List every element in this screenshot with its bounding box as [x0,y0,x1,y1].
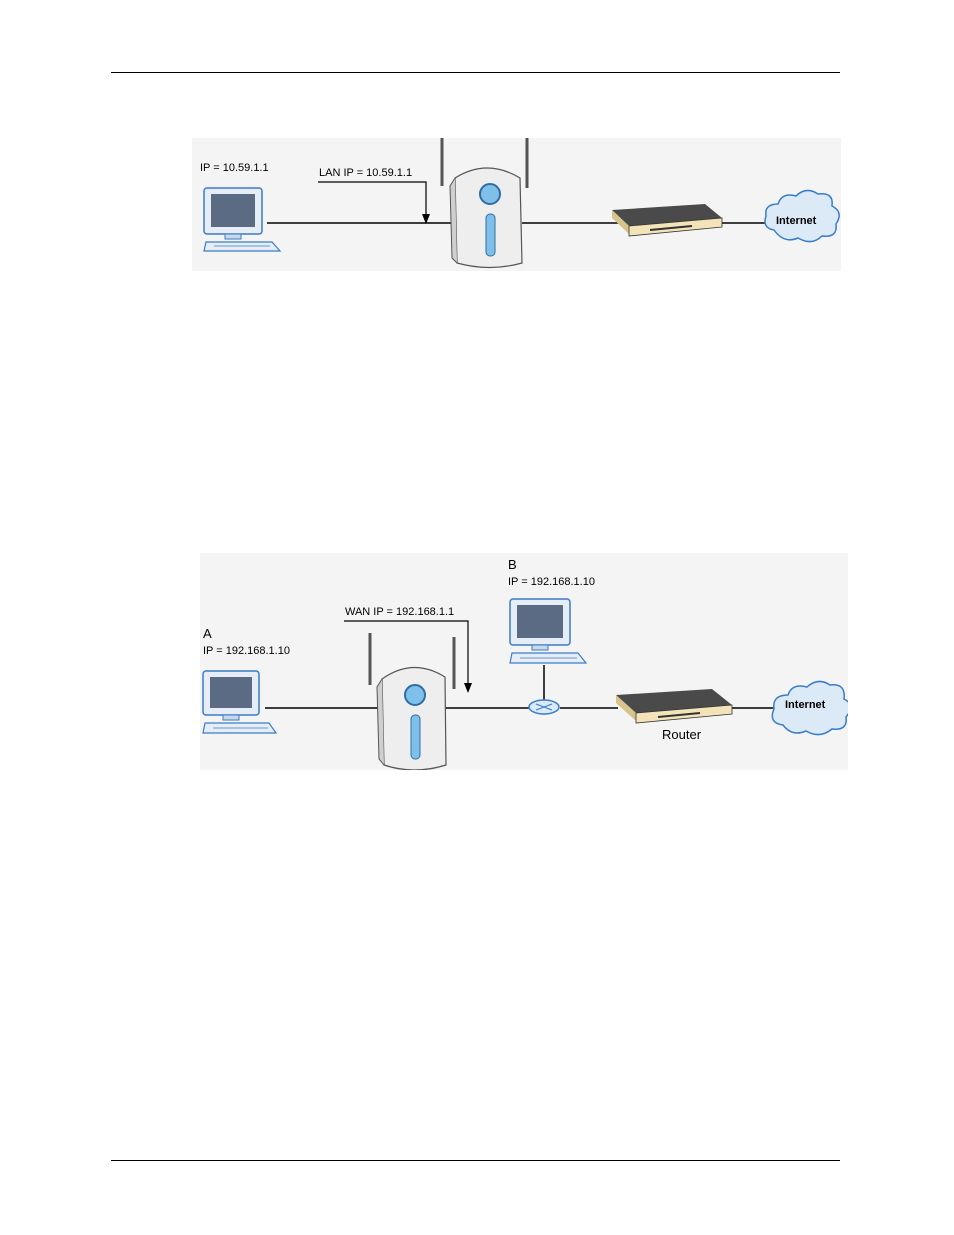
pc-ip-label: IP = 10.59.1.1 [200,162,269,175]
pc-a-letter: A [203,626,212,641]
router-label: Router [662,727,701,742]
modem-icon [612,204,722,236]
pc-a-ip-label: IP = 192.168.1.10 [203,645,290,658]
internet-label: Internet [776,215,816,228]
access-point-icon [442,138,527,268]
computer-b-icon [510,599,586,663]
lan-ip-label: LAN IP = 10.59.1.1 [319,167,412,180]
hub-icon [529,700,559,714]
lan-ip-callout-line [318,182,426,220]
pc-b-ip-label: IP = 192.168.1.10 [508,576,595,589]
wan-ip-label: WAN IP = 192.168.1.1 [345,606,454,619]
wan-ip-arrowhead [464,683,472,693]
footer-rule [111,1160,840,1161]
access-point-icon [370,633,454,770]
diagram-canvas [192,138,841,271]
internet-label: Internet [785,699,825,712]
computer-icon [204,188,280,251]
header-rule [111,72,840,73]
figure-lan-diagram: IP = 10.59.1.1 LAN IP = 10.59.1.1 Intern… [192,138,841,271]
computer-a-icon [203,671,276,733]
pc-b-letter: B [508,557,517,572]
router-icon [616,689,732,723]
figure-wan-diagram: A IP = 192.168.1.10 B IP = 192.168.1.10 … [200,553,848,770]
